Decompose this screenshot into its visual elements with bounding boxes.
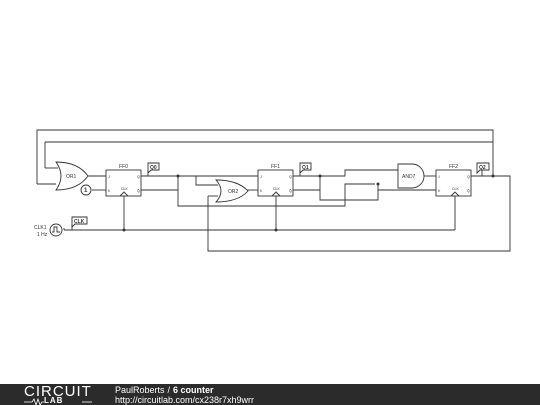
- ff1-clk: CLK: [273, 187, 280, 191]
- ff1-j: J: [260, 175, 262, 179]
- byline-separator: /: [167, 385, 171, 395]
- ff2-k: K: [438, 189, 441, 193]
- circuitlab-logo-icon: [24, 398, 92, 405]
- ff2-clk: CLK: [452, 187, 459, 191]
- const-one-symbol: [80, 184, 92, 196]
- ff1-label: FF1: [271, 164, 280, 170]
- clk-source-freq: 1 Hz: [37, 232, 48, 238]
- clk-tag: [71, 216, 88, 229]
- circuitlab-logo-lab: LAB: [44, 396, 64, 405]
- ff1-k: K: [260, 189, 263, 193]
- ff0-clk: CLK: [121, 187, 128, 191]
- wires: [36, 129, 511, 252]
- q0-to-or2: [195, 176, 218, 186]
- and7-gate: [397, 163, 425, 189]
- q0-tag: [147, 162, 160, 175]
- or1-gate: [55, 161, 89, 191]
- or2-gate: [214, 179, 249, 203]
- ff2-label: FF2: [449, 164, 458, 170]
- q1-cross: [319, 176, 379, 201]
- circuitlab-logo-text: CIRCUIT: [24, 383, 92, 400]
- ff0-k: K: [108, 189, 111, 193]
- or2-in1-feed: [207, 175, 511, 252]
- or2-label: OR2: [228, 189, 239, 195]
- q2-net-label: Q2: [479, 165, 486, 171]
- feedback-wire-top: [36, 129, 494, 184]
- q0-net-label: Q0: [150, 165, 157, 171]
- ff0-box: [105, 169, 142, 197]
- q1-net-label: Q1: [302, 165, 309, 171]
- clk-net-label: CLK: [74, 219, 85, 225]
- ff1-qbar: Q̄: [289, 188, 292, 193]
- ff2-j: J: [438, 175, 440, 179]
- ff2-box: [435, 169, 472, 197]
- ff0-q: Q: [137, 175, 140, 179]
- q0-branch-down: [177, 176, 375, 207]
- q2-tag: [476, 162, 490, 175]
- ff2-qbar: Q̄: [467, 188, 470, 193]
- footer-bar: CIRCUIT LAB PaulRoberts/6 counter http:/…: [0, 384, 540, 405]
- ff0-label: FF0: [119, 164, 128, 170]
- or1-label: OR1: [66, 174, 77, 180]
- ff1-q: Q: [289, 175, 292, 179]
- circuit-title[interactable]: 6 counter: [173, 385, 214, 395]
- clk-source-name: CLK1: [34, 225, 47, 231]
- and7-label: AND7: [402, 174, 416, 180]
- const-one-text: 1: [84, 188, 88, 194]
- ff1-box: [257, 169, 294, 197]
- q1-tag: [299, 162, 312, 175]
- ff0-qbar: Q̄: [137, 188, 140, 193]
- clk-source-symbol: [49, 223, 63, 237]
- ff0-j: J: [108, 175, 110, 179]
- ff2-q: Q: [467, 175, 470, 179]
- ff1-q-wire: [293, 169, 398, 177]
- author-link[interactable]: PaulRoberts: [115, 385, 165, 395]
- circuit-url[interactable]: http://circuitlab.com/cx238r7xh9wrr: [115, 395, 255, 405]
- byline: PaulRoberts/6 counter: [115, 385, 214, 395]
